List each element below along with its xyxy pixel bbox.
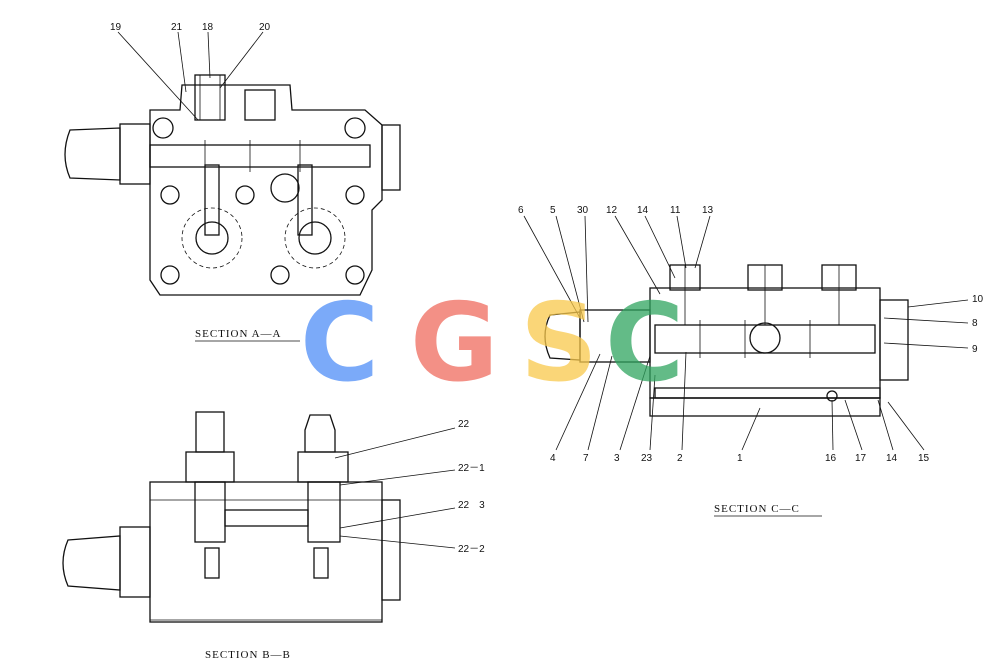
- cgsc-watermark: C G S C: [300, 281, 684, 406]
- bb-label-22-1: 22－1: [458, 463, 485, 474]
- cc-label-14-top: 14: [637, 205, 649, 216]
- aa-label-18: 18: [202, 22, 214, 33]
- section-aa-title: SECTION A—A: [195, 328, 281, 340]
- bb-label-22: 22: [458, 419, 470, 430]
- cc-label-1: 1: [737, 453, 743, 464]
- watermark-letter-g: G: [410, 281, 499, 406]
- cc-label-15: 15: [918, 453, 930, 464]
- cc-label-17: 17: [855, 453, 867, 464]
- cc-label-6: 6: [518, 205, 524, 216]
- cc-label-30: 30: [577, 205, 589, 216]
- aa-label-20: 20: [259, 22, 271, 33]
- bb-label-22-2: 22－2: [458, 544, 485, 555]
- cc-label-14-bottom: 14: [886, 453, 898, 464]
- aa-label-19: 19: [110, 22, 122, 33]
- watermark-letter-c2: C: [605, 281, 684, 406]
- bb-label-22-3: 22 3: [458, 500, 485, 511]
- cc-label-13: 13: [702, 205, 714, 216]
- section-cc-title: SECTION C—C: [714, 503, 800, 515]
- cc-label-10: 10: [972, 294, 984, 305]
- section-cc-view: 6 5 30 12 14 11 13 10 8 9 4 7 3 23 2 1 1…: [518, 205, 984, 517]
- cc-label-2: 2: [677, 453, 683, 464]
- cc-label-23: 23: [641, 453, 653, 464]
- section-aa-view: 19 21 18 20 SECTION A—A: [64, 22, 401, 342]
- cc-label-7: 7: [583, 453, 589, 464]
- watermark-letter-c1: C: [300, 281, 379, 406]
- cc-label-3: 3: [614, 453, 620, 464]
- cc-label-9: 9: [972, 344, 978, 355]
- cc-label-12: 12: [606, 205, 618, 216]
- watermark-letter-s: S: [520, 281, 598, 406]
- cc-label-16: 16: [825, 453, 837, 464]
- aa-label-21: 21: [171, 22, 183, 33]
- cc-label-4: 4: [550, 453, 556, 464]
- cc-label-8: 8: [972, 318, 978, 329]
- cc-label-11: 11: [670, 205, 681, 216]
- cc-label-5: 5: [550, 205, 556, 216]
- section-bb-view: 22 22－1 22 3 22－2 SECTION B—B: [62, 411, 485, 661]
- section-bb-title: SECTION B—B: [205, 649, 291, 661]
